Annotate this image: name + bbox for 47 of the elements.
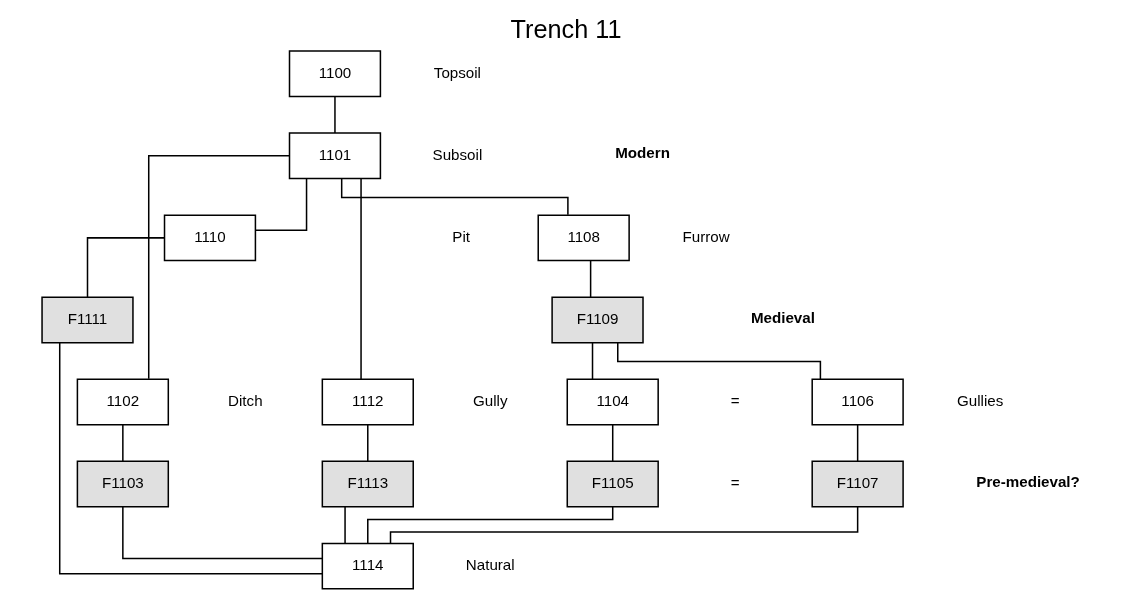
connector — [616, 341, 821, 380]
label: Gullies — [956, 391, 1003, 409]
connector — [611, 424, 613, 463]
node-box: F1103 — [76, 460, 169, 508]
node-box: 1100 — [288, 50, 381, 98]
diagram-title: Trench 11 — [510, 15, 621, 44]
connector — [147, 155, 290, 380]
node-box: F1107 — [810, 460, 904, 508]
label: Ditch — [227, 391, 263, 409]
connector — [86, 237, 165, 298]
node-box: 1108 — [536, 214, 630, 262]
node-box: 1114 — [321, 542, 414, 590]
connector — [389, 506, 858, 544]
node-box: 1101 — [288, 132, 381, 180]
node-box: 1110 — [163, 214, 256, 262]
label: Pre-medieval? — [975, 472, 1080, 490]
node-box: F1105 — [566, 460, 659, 508]
node-box: 1112 — [321, 378, 414, 426]
connector — [591, 342, 593, 380]
label: Modern — [614, 144, 670, 162]
connector — [366, 424, 369, 463]
connector — [121, 506, 323, 560]
label: = — [730, 391, 740, 409]
label: Gully — [472, 391, 507, 409]
node-box: 1102 — [76, 378, 169, 426]
connector — [333, 95, 336, 134]
label: = — [730, 473, 740, 491]
node-label: Subsoil — [432, 145, 482, 163]
label: Furrow — [682, 227, 730, 245]
label: Pit — [451, 227, 470, 245]
node-box: 1106 — [810, 378, 904, 426]
label: Medieval — [750, 308, 815, 326]
node-box: 1104 — [566, 378, 659, 426]
node-box: F1113 — [321, 460, 414, 508]
node-label: Natural — [465, 556, 515, 574]
connector — [856, 424, 858, 463]
connector — [340, 177, 569, 216]
node-box: F1109 — [550, 296, 644, 344]
connector — [359, 178, 362, 380]
connector — [366, 506, 613, 545]
node-label: Topsoil — [433, 63, 481, 81]
connector — [58, 342, 323, 575]
connector — [589, 260, 591, 298]
connector — [121, 424, 124, 463]
node-box: F1111 — [40, 296, 134, 344]
connector — [254, 177, 307, 232]
connector — [343, 506, 346, 545]
